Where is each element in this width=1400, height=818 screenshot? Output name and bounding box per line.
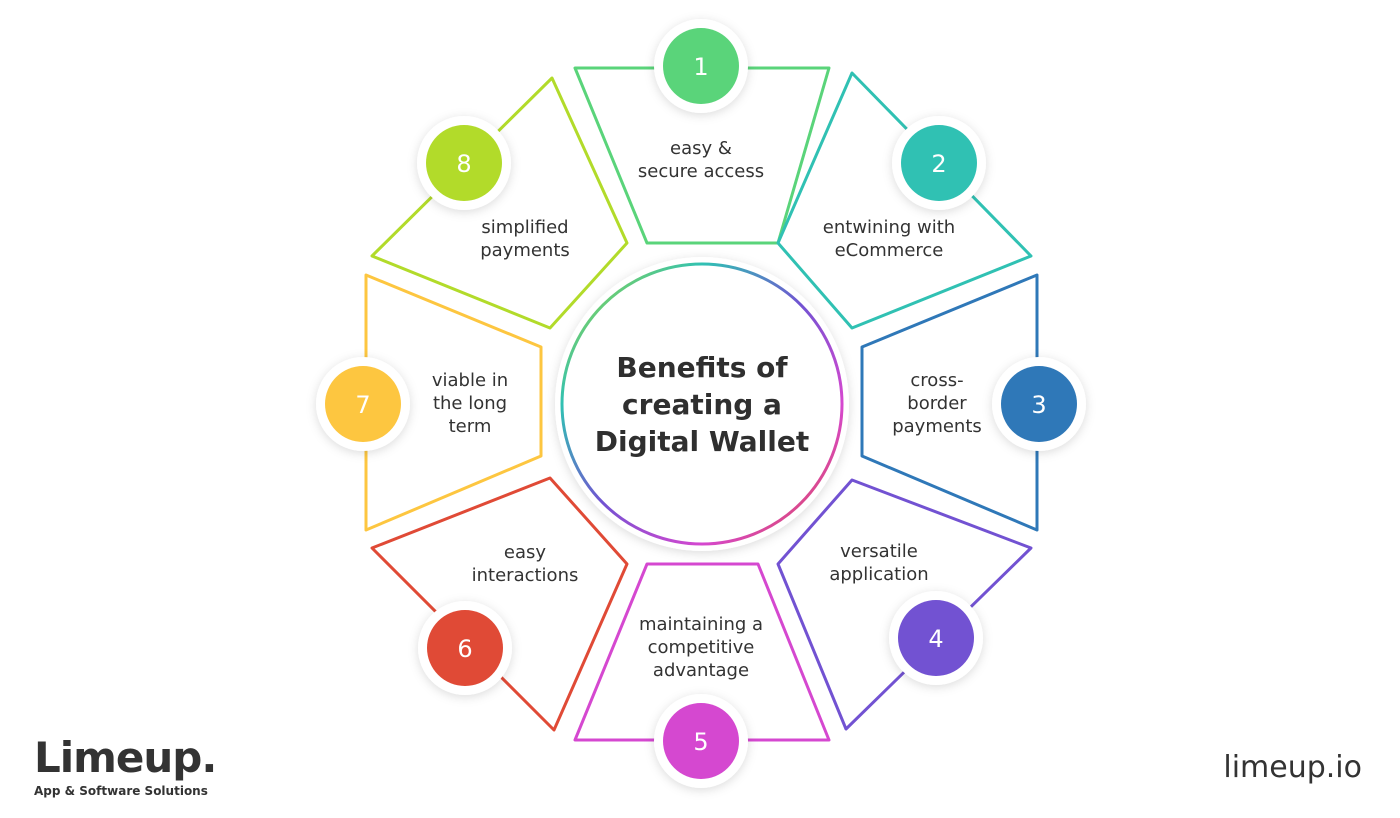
segment-6-label-line-2: interactions (472, 565, 579, 586)
badge-7: 7 (316, 357, 410, 451)
segment-7-label-line-3: term (449, 416, 492, 437)
badge-1-number: 1 (693, 53, 708, 81)
center-title-line-3: Digital Wallet (595, 425, 809, 458)
segment-8-label-line-1: simplified (481, 217, 568, 238)
segment-7-label-line-1: viable in (432, 370, 508, 391)
badge-8: 8 (417, 116, 511, 210)
segment-5-label-line-1: maintaining a (639, 614, 763, 635)
badge-3: 3 (992, 357, 1086, 451)
segment-6 (370, 476, 629, 732)
badge-4-disc (898, 600, 974, 676)
badge-5: 5 (654, 694, 748, 788)
segment-1-label-line-1: easy & (670, 138, 732, 159)
badge-3-disc (1001, 366, 1077, 442)
center-hub-ring (560, 262, 844, 546)
segment-4-label-line-2: application (829, 564, 928, 585)
segment-1-label-line-2: secure access (638, 161, 764, 182)
labels-layer: easy &secure access entwining witheCommer… (432, 138, 982, 681)
badge-7-number: 7 (355, 391, 370, 419)
segment-3-label-line-2: border (907, 393, 967, 414)
badge-4-number: 4 (928, 625, 943, 653)
badge-7-disc (325, 366, 401, 442)
segment-5-label-line-2: competitive (648, 637, 755, 658)
center-hub: Benefits of creating a Digital Wallet (555, 257, 849, 551)
badge-2-number: 2 (931, 150, 946, 178)
badge-3-number: 3 (1031, 391, 1046, 419)
segments-layer (364, 66, 1039, 742)
brand-logo: Limeup. (34, 733, 217, 782)
site-url: limeup.io (1223, 750, 1362, 785)
segment-7-label-line-2: the long (433, 393, 507, 414)
segment-3-label-line-1: cross- (910, 370, 963, 391)
segment-6-label-line-1: easy (504, 542, 546, 563)
segment-3-label-line-3: payments (892, 416, 982, 437)
badge-5-disc (663, 703, 739, 779)
center-title-line-1: Benefits of (616, 351, 788, 384)
badge-8-number: 8 (456, 150, 471, 178)
segment-5-label-line-3: advantage (653, 660, 749, 681)
badge-8-disc (426, 125, 502, 201)
badge-1: 1 (654, 19, 748, 113)
badge-2: 2 (892, 116, 986, 210)
segment-2-label-line-1: entwining with (823, 217, 955, 238)
badge-5-number: 5 (693, 728, 708, 756)
segment-8-label-line-2: payments (480, 240, 570, 261)
badge-1-disc (663, 28, 739, 104)
badge-6-disc (427, 610, 503, 686)
segment-4-label-line-1: versatile (840, 541, 918, 562)
brand-tagline: App & Software Solutions (34, 784, 208, 798)
badge-6: 6 (418, 601, 512, 695)
segment-8 (370, 76, 629, 330)
segment-2-label-line-2: eCommerce (835, 240, 944, 261)
badge-2-disc (901, 125, 977, 201)
center-title-line-2: creating a (622, 388, 782, 421)
badges-layer: 1 2 3 4 5 6 7 8 (316, 19, 1086, 788)
badge-4: 4 (889, 591, 983, 685)
badge-6-number: 6 (457, 635, 472, 663)
brand-block: Limeup. App & Software Solutions (34, 733, 217, 799)
